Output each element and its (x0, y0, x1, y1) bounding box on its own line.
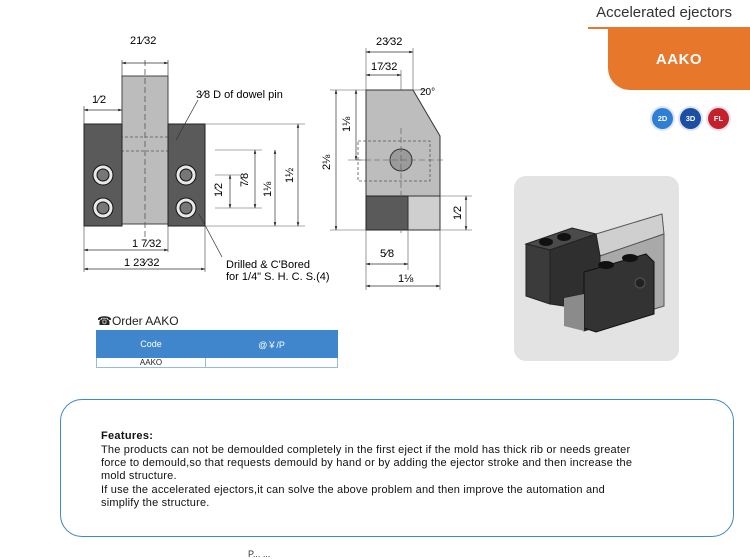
features-box (60, 399, 734, 537)
product-code-tab: AAKO (608, 28, 750, 90)
dim-v-1-1-2: 1½ (284, 168, 296, 183)
code-cell: AAKO (95, 357, 207, 368)
column-header-code: Code (95, 330, 207, 358)
features-title: Features: (101, 430, 154, 442)
counterbore-holes (92, 164, 197, 219)
dim-v-side-half: 1⁄2 (452, 206, 464, 220)
dim-top-17-32: 17⁄32 (371, 61, 397, 73)
features-line-2: force to demould,so that requests demoul… (101, 457, 633, 469)
phone-icon: ☎ (97, 314, 112, 328)
order-table: Code @￥/P AAKO (95, 330, 338, 368)
dim-top-23-32: 23⁄32 (376, 36, 402, 48)
column-header-price: @￥/P (205, 330, 338, 358)
fl-badge[interactable]: FL (708, 108, 729, 129)
angle-label: 20° (420, 87, 435, 98)
dim-bottom-1: 1 7⁄32 (132, 238, 161, 250)
product-photo (514, 176, 679, 361)
dim-left-half: 1⁄2 (92, 94, 106, 106)
order-label: ☎Order AAKO (97, 314, 179, 328)
dim-v-1-1-8: 1⅛ (262, 181, 274, 197)
dim-bottom-5-8: 5⁄8 (380, 248, 394, 260)
dim-v-7-8: 7⁄8 (239, 173, 251, 187)
cad-2d-badge[interactable]: 2D (652, 108, 673, 129)
features-line-5: simplify the structure. (101, 497, 210, 509)
drill-note-line1: Drilled & C'Bored (226, 259, 310, 271)
footer-fragment: P... ... (248, 549, 271, 559)
features-line-3: mold structure. (101, 470, 177, 482)
side-body (365, 89, 441, 207)
category-title: Accelerated ejectors (596, 4, 732, 21)
features-line-4: If use the accelerated ejectors,it can s… (101, 484, 605, 496)
dim-bottom-1-1-8: 1⅛ (398, 273, 414, 285)
side-lower-slot (407, 195, 441, 231)
price-cell (205, 357, 338, 368)
dim-top-width: 21⁄32 (130, 35, 156, 47)
model-3d-badge[interactable]: 3D (680, 108, 701, 129)
dim-v-side-1-1-8: 1⅛ (341, 116, 353, 132)
table-row: AAKO (95, 357, 338, 368)
front-view-drawing: 21⁄32 1⁄2 3⁄8 D of dowel pin 1⁄2 7⁄8 1⅛ … (83, 35, 472, 290)
dim-v-half: 1⁄2 (213, 183, 225, 197)
side-view-drawing: 23⁄32 17⁄32 20° 1⅛ 2⅛ 1⁄2 5⁄8 1⅛ (321, 36, 472, 290)
side-lower-block (365, 195, 409, 231)
dowel-pin-label: 3⁄8 D of dowel pin (196, 89, 283, 101)
dim-bottom-2: 1 23⁄32 (124, 257, 159, 269)
features-line-1: The products can not be demoulded comple… (101, 444, 631, 456)
drill-note-line2: for 1/4" S. H. C. S.(4) (226, 271, 330, 283)
dim-v-side-2-1-8: 2⅛ (321, 154, 333, 170)
